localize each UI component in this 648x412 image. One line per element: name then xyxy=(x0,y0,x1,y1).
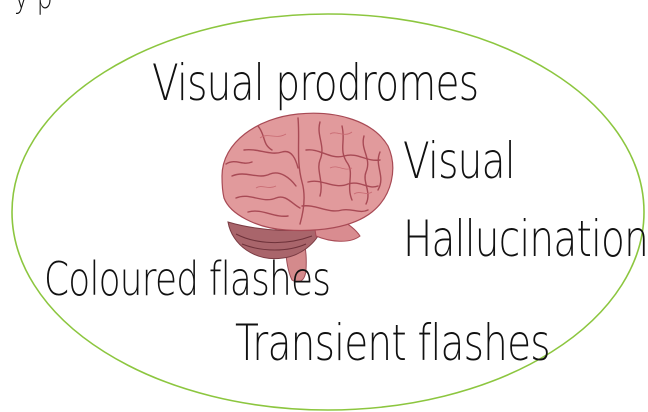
label-visual-prodromes: Visual prodromes xyxy=(152,58,478,108)
label-coloured-flashes: Coloured flashes xyxy=(44,256,330,302)
cerebrum xyxy=(222,113,393,230)
label-visual-hallucinations-line2: Hallucinations xyxy=(403,214,648,264)
label-transient-flashes: Transient flashes xyxy=(235,318,550,368)
label-visual-hallucinations-line1: Visual xyxy=(403,136,515,186)
header-fragment: y p xyxy=(14,0,53,16)
